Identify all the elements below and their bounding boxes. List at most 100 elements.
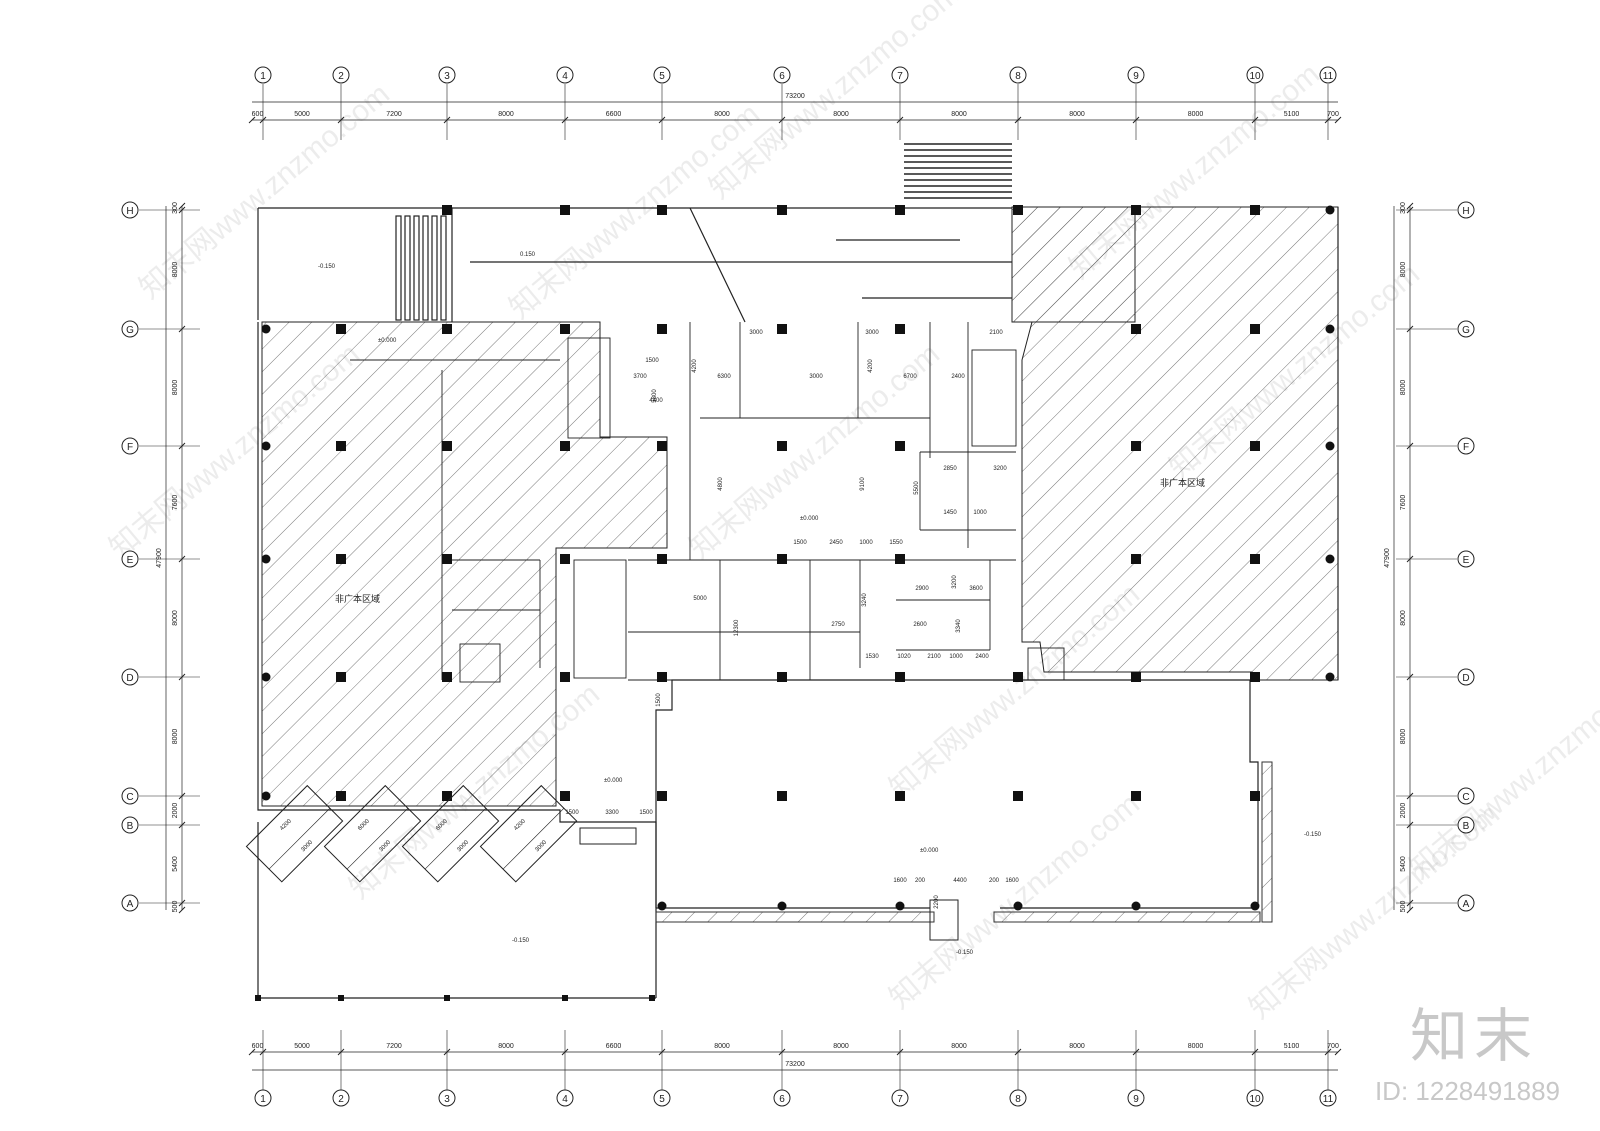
dim-tick-x [1014, 116, 1022, 124]
dim-tick-x [658, 1048, 666, 1056]
column-round [1250, 901, 1260, 911]
axis-label-right-G: G [1462, 325, 1470, 336]
stair-stringer [440, 215, 447, 321]
axis-bubble-top-8 [1009, 66, 1027, 84]
axis-label-bottom-5: 5 [659, 1094, 665, 1105]
column-square [895, 324, 905, 334]
dim-x-span: 8000 [498, 111, 514, 118]
dim-x-span: 5000 [294, 111, 310, 118]
top-right-hatched-zone [1011, 206, 1136, 323]
dim-x-span: 8000 [1188, 111, 1204, 118]
axis-bubble-right-H [1457, 201, 1475, 219]
dim-y-total: 47900 [156, 548, 163, 568]
dim-tick-x [1014, 1048, 1022, 1056]
interior-dim: 1500 [645, 358, 659, 364]
ramp-line [346, 808, 409, 870]
column-round [261, 672, 271, 682]
dim-y-span: 8000 [172, 610, 179, 626]
level-g-left: ±0.000 [378, 338, 397, 344]
axis-label-right-B: B [1463, 821, 1470, 832]
column-square [1131, 324, 1141, 334]
axis-label-right-E: E [1463, 555, 1470, 566]
axis-bubble-top-10 [1246, 66, 1264, 84]
dim-x-span: 8000 [498, 1043, 514, 1050]
dim-x-span: 8000 [1069, 1043, 1085, 1050]
column-square [1013, 672, 1023, 682]
level-top-mid: 0.150 [520, 252, 536, 258]
axis-label-right-D: D [1462, 673, 1469, 684]
brand-id: ID: 1228491889 [1374, 1076, 1560, 1106]
axis-bubble-top-3 [438, 66, 456, 84]
column-square [1250, 672, 1260, 682]
column-square [895, 791, 905, 801]
dim-y-span: 5400 [1400, 856, 1407, 872]
dim-tick-y [178, 899, 186, 907]
dim-tick-x [561, 116, 569, 124]
dim-x-span: 8000 [951, 1043, 967, 1050]
dim-tick-x [443, 116, 451, 124]
interior-dim: 12300 [734, 619, 740, 636]
dim-x-span: 5100 [1284, 111, 1300, 118]
column-square [657, 205, 667, 215]
interior-dim: 5500 [914, 481, 920, 495]
column-square [1013, 205, 1023, 215]
column-square [777, 324, 787, 334]
dim-tick-x [1334, 116, 1342, 124]
column-square [657, 324, 667, 334]
dim-x-span: 5100 [1284, 1043, 1300, 1050]
stair-stringer [422, 215, 429, 321]
axis-label-top-7: 7 [897, 71, 903, 82]
interior-dim: 2900 [915, 586, 929, 592]
column-square [777, 554, 787, 564]
dim-tick-y [1406, 442, 1414, 450]
interior-dim: 3600 [969, 586, 983, 592]
entry-dim: 1500 [565, 810, 579, 816]
column-square [1250, 441, 1260, 451]
dim-x-span: 8000 [833, 111, 849, 118]
column-small [444, 995, 450, 1001]
interior-dim: 1500 [656, 693, 662, 707]
axis-bubble-top-2 [332, 66, 350, 84]
ramp-dim-long: 6000 [357, 818, 371, 832]
axis-label-top-2: 2 [338, 71, 344, 82]
axis-label-bottom-4: 4 [562, 1094, 568, 1105]
dim-tick-y [1406, 899, 1414, 907]
level-bottom-left: -0.150 [512, 938, 530, 944]
column-square [442, 441, 452, 451]
axis-bubble-right-G [1457, 320, 1475, 338]
column-square [1250, 791, 1260, 801]
ramp-outline [479, 784, 578, 883]
axis-label-right-C: C [1462, 792, 1469, 803]
axis-label-bottom-6: 6 [779, 1094, 785, 1105]
dim-x-span: 6600 [606, 1043, 622, 1050]
axis-bubble-left-B [121, 816, 139, 834]
dim-tick-x [658, 116, 666, 124]
dim-tick-x [337, 1048, 345, 1056]
column-square [657, 441, 667, 451]
dim-tick-x [778, 116, 786, 124]
column-square [560, 205, 570, 215]
axis-bubble-top-7 [891, 66, 909, 84]
level-bottom-right: -0.150 [1304, 832, 1322, 838]
dim-tick-x [443, 1048, 451, 1056]
dim-tick-x [561, 1048, 569, 1056]
interior-dim: 1000 [949, 654, 963, 660]
column-round [1325, 554, 1335, 564]
column-square [336, 554, 346, 564]
dim-x-span: 7200 [386, 1043, 402, 1050]
axis-bubble-top-1 [254, 66, 272, 84]
dim-tick-y [178, 325, 186, 333]
interior-dim: 3700 [633, 374, 647, 380]
interior-dim: 3240 [862, 593, 868, 607]
interior-dim: 9100 [860, 477, 866, 491]
axis-label-top-9: 9 [1133, 71, 1139, 82]
column-square [1131, 791, 1141, 801]
dim-tick-y [1406, 821, 1414, 829]
column-square [560, 324, 570, 334]
axis-label-left-E: E [127, 555, 134, 566]
axis-label-top-1: 1 [260, 71, 266, 82]
level-main-hall: ±0.000 [920, 848, 939, 854]
dim-tick-y [178, 555, 186, 563]
dim-x-span: 6600 [606, 111, 622, 118]
